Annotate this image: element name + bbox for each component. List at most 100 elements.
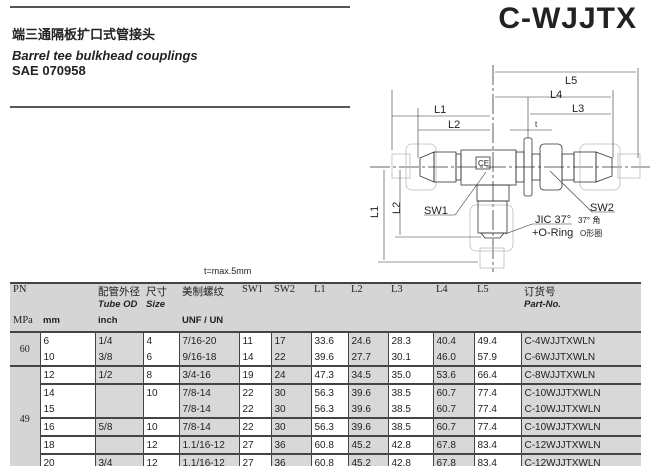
label-sw2: SW2 [590,202,614,214]
table-cell: 57.9 [473,349,521,366]
table-cell: 45.2 [347,435,388,454]
table-cell: 1/2 [94,365,143,384]
table-cell: 40.4 [432,331,474,349]
table-cell: 27 [238,435,271,454]
table-cell: 66.4 [473,365,521,384]
table-cell: 42.8 [387,453,433,466]
table-cell: 22 [270,349,311,366]
table-cell: 17 [270,331,311,349]
table-cell: 34.5 [347,365,388,384]
pn-cell: 60 [10,331,40,366]
table-cell: 27 [238,453,271,466]
table-cell: 47.3 [310,365,348,384]
table-cell [94,435,143,454]
header-l3: L3 [388,282,433,315]
table-cell: 30.1 [387,349,433,366]
table-cell: 18 [39,435,95,454]
table-cell: 22 [238,417,271,436]
dim-l1-top: L1 [434,104,446,116]
table-cell: C-4WJJTXWLN [520,331,641,349]
table-cell [142,401,179,418]
table-cell: 38.5 [387,383,433,401]
table-cell: 77.4 [473,383,521,401]
dim-l1-side: L1 [369,206,381,218]
label-jic: JIC 37° [535,214,571,226]
header-sw2: SW2 [271,282,311,315]
table-cell: 19 [238,365,271,384]
table-cell: 22 [238,401,271,418]
table-cell: 36 [270,453,311,466]
dim-l5: L5 [565,75,577,87]
table-cell: 67.8 [432,435,474,454]
table-cell: 56.3 [310,417,348,436]
table-cell: 83.4 [473,435,521,454]
table-cell: 6 [142,349,179,366]
header-thread: 美制螺纹 [179,282,239,315]
label-oring: +O-Ring [532,227,573,239]
table-cell: 6 [39,331,95,349]
table-cell: 7/16-20 [178,331,239,349]
table-cell: 3/8 [94,349,143,366]
table-cell: 60.7 [432,383,474,401]
table-cell: 33.6 [310,331,348,349]
table-cell: 39.6 [347,417,388,436]
table-cell: 27.7 [347,349,388,366]
table-cell: 39.6 [347,401,388,418]
table-cell: 35.0 [387,365,433,384]
title-english: Barrel tee bulkhead couplings [12,48,198,63]
table-cell: 10 [142,383,179,401]
table-cell: 14 [39,383,95,401]
table-cell: 16 [39,417,95,436]
table-cell: 39.6 [310,349,348,366]
table-cell: 7/8-14 [178,417,239,436]
table-cell: 22 [238,383,271,401]
table-cell: 10 [142,417,179,436]
dim-t: t [535,120,538,129]
pn-cell: 49 [10,365,40,466]
table-cell: 15 [39,401,95,418]
table-cell [94,401,143,418]
table-cell: 67.8 [432,453,474,466]
table-cell: 9/16-18 [178,349,239,366]
table-cell: 38.5 [387,417,433,436]
table-cell: 20 [39,453,95,466]
header-l5: L5 [474,282,521,315]
unit-thread: UNF / UN [179,315,239,332]
table-cell: 11 [238,331,271,349]
table-cell: 7/8-14 [178,383,239,401]
table-cell: 56.3 [310,383,348,401]
unit-mpa: MPa [10,315,40,332]
table-cell: 1.1/16-12 [178,435,239,454]
thickness-note: t=max.5mm [204,266,252,276]
table-cell: 60.8 [310,435,348,454]
table-cell: 3/4 [94,453,143,466]
header-l2: L2 [348,282,388,315]
header-l1: L1 [311,282,348,315]
fitting-drawing: L1 L2 L5 L4 L3 t L1 L2 SW1 SW2 CE JIC 37… [369,65,650,272]
table-cell: 28.3 [387,331,433,349]
table-cell: 4 [142,331,179,349]
table-cell: 42.8 [387,435,433,454]
table-cell: 24 [270,365,311,384]
dim-l2-side: L2 [391,202,403,214]
table-cell: 30 [270,383,311,401]
table-cell: 60.8 [310,453,348,466]
table-cell: 3/4-16 [178,365,239,384]
header-pn: PN [10,282,40,315]
table-cell: C-6WJJTXWLN [520,349,641,366]
table-cell: C-8WJJTXWLN [520,365,641,384]
unit-mm: mm [40,315,95,332]
table-cell: 24.6 [347,331,388,349]
table-cell: C-10WJJTXWLN [520,401,641,418]
table-cell: C-10WJJTXWLN [520,383,641,401]
